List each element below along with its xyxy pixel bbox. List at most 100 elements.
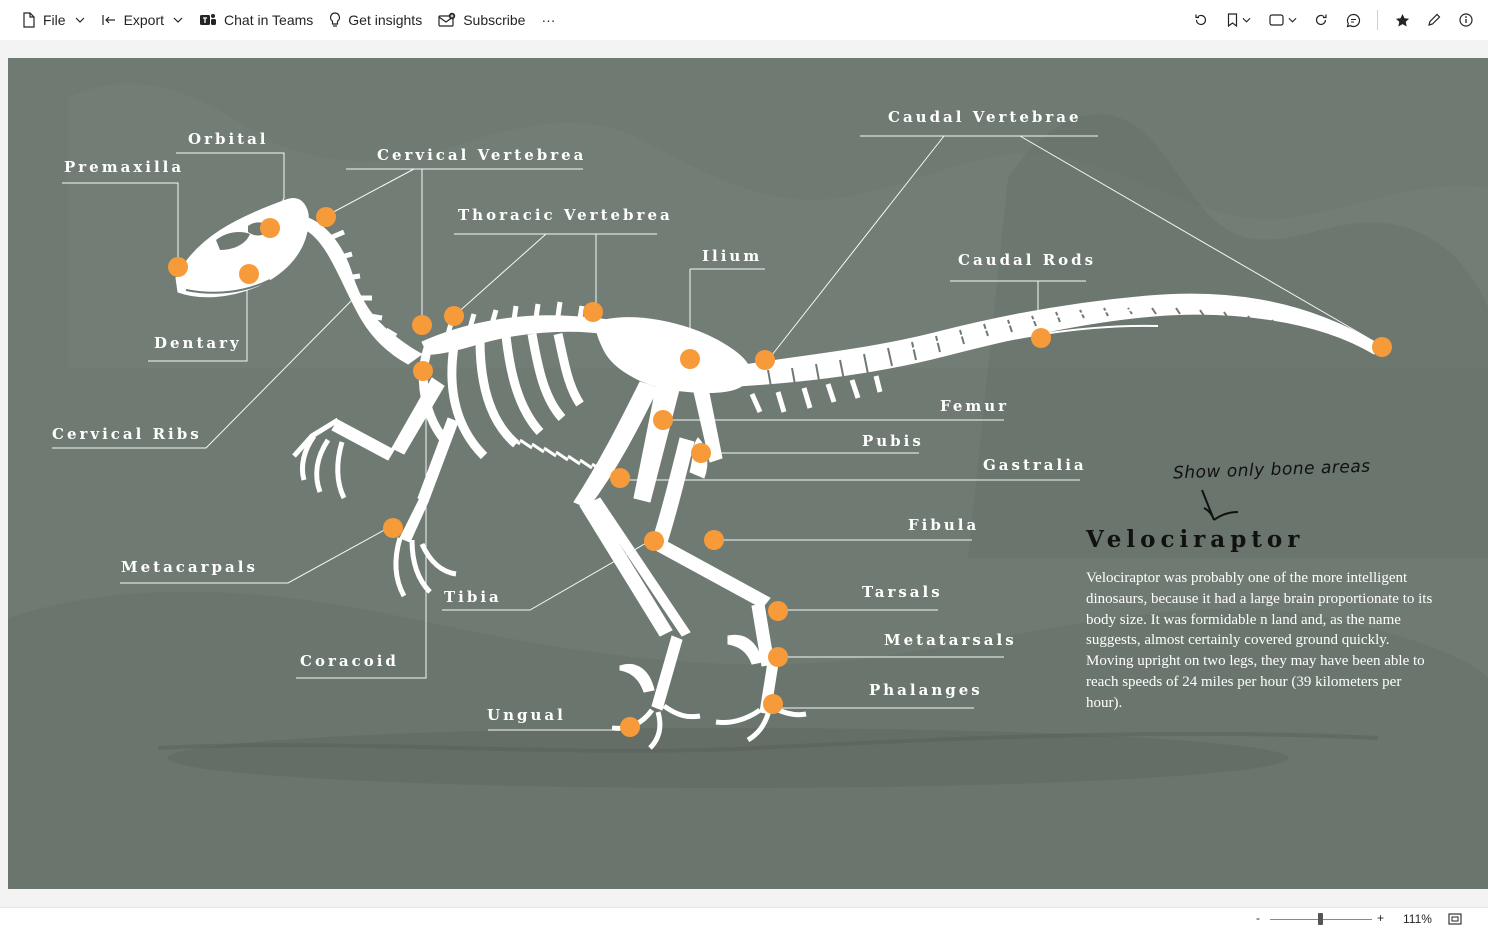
- marker-coracoid[interactable]: [413, 361, 433, 381]
- label-caudal-rods: Caudal Rods: [958, 251, 1097, 269]
- more-options-button[interactable]: ···: [533, 5, 563, 35]
- marker-dentary[interactable]: [239, 264, 259, 284]
- tibia-fibula-bones: [579, 499, 673, 637]
- diagram-description: Velociraptor was probably one of the mor…: [1086, 570, 1433, 711]
- zoom-slider-thumb[interactable]: [1318, 913, 1323, 925]
- fit-to-page-icon[interactable]: [1448, 913, 1462, 925]
- leader-ilium: [689, 268, 765, 339]
- leader-lines: [52, 135, 1383, 731]
- label-caudal-vertebrae: Caudal Vertebrae: [888, 108, 1082, 126]
- export-label: Export: [123, 12, 165, 28]
- comment-icon: [1346, 13, 1360, 27]
- more-options-label: ···: [541, 12, 556, 28]
- marker-ilium[interactable]: [680, 349, 700, 369]
- leader-tibia: [442, 541, 649, 611]
- comments-button[interactable]: [1337, 5, 1369, 35]
- ilium-bone: [596, 317, 751, 393]
- chat-in-teams-button[interactable]: Chat in Teams: [191, 5, 321, 35]
- hint-arrow-icon: [1201, 489, 1239, 521]
- view-button[interactable]: [1261, 5, 1305, 35]
- marker-femur[interactable]: [653, 410, 673, 430]
- star-icon: [1395, 13, 1409, 26]
- marker-pubis[interactable]: [691, 443, 711, 463]
- info-icon: [1459, 13, 1473, 27]
- femur-bone: [573, 381, 659, 509]
- label-tibia: Tibia: [444, 588, 502, 606]
- subscribe-button[interactable]: Subscribe: [430, 5, 533, 35]
- label-metatarsals: Metatarsals: [884, 631, 1017, 649]
- subscribe-label: Subscribe: [463, 12, 526, 28]
- marker-tibia[interactable]: [644, 531, 664, 551]
- favorite-button[interactable]: [1386, 5, 1418, 35]
- export-menu[interactable]: Export: [93, 5, 191, 35]
- label-ilium: Ilium: [702, 247, 763, 265]
- bookmark-button[interactable]: [1217, 5, 1261, 35]
- mail-subscribe-icon: [438, 12, 456, 27]
- report-page: Orbital Premaxilla Cervical Vertebrea Th…: [8, 58, 1488, 889]
- toolbar-divider: [1377, 10, 1378, 30]
- marker-caudal-vertebrae-2[interactable]: [1372, 337, 1392, 357]
- marker-phalanges[interactable]: [763, 694, 783, 714]
- status-bar: - + 111%: [0, 907, 1488, 929]
- file-label: File: [43, 12, 66, 28]
- leader-thoracic-vertebrea: [453, 233, 657, 317]
- diagram-title: Velociraptor: [1086, 526, 1305, 553]
- label-femur: Femur: [940, 397, 1010, 415]
- refresh-button[interactable]: [1305, 5, 1337, 35]
- marker-thoracic-vertebrea-1[interactable]: [444, 306, 464, 326]
- zoom-in-button[interactable]: +: [1377, 911, 1385, 925]
- marker-ungual[interactable]: [620, 717, 640, 737]
- report-toolbar: File Export Chat in Teams Get insights S…: [0, 0, 1488, 40]
- skeleton: [175, 198, 1379, 750]
- teams-icon: [200, 14, 217, 25]
- marker-thoracic-vertebrea-2[interactable]: [583, 302, 603, 322]
- chevron-down-icon: [1288, 17, 1297, 23]
- zoom-level: 111%: [1403, 912, 1432, 926]
- metatarsal-bones: [651, 635, 683, 711]
- marker-caudal-rods[interactable]: [1031, 328, 1051, 348]
- ungual-claw: [619, 664, 655, 693]
- leader-caudal-vertebrae: [767, 135, 1383, 361]
- bookmark-icon: [1227, 13, 1238, 27]
- marker-tarsals[interactable]: [768, 601, 788, 621]
- bone-markers: [168, 207, 1392, 737]
- get-insights-button[interactable]: Get insights: [321, 5, 430, 35]
- marker-metatarsals[interactable]: [768, 647, 788, 667]
- marker-orbital[interactable]: [260, 218, 280, 238]
- file-menu[interactable]: File: [14, 5, 93, 35]
- label-dentary: Dentary: [154, 334, 242, 352]
- label-phalanges: Phalanges: [869, 681, 983, 699]
- chevron-down-icon: [1242, 17, 1251, 23]
- toolbar-right-group: [1185, 0, 1482, 40]
- label-cervical-ribs: Cervical Ribs: [52, 425, 202, 443]
- label-metacarpals: Metacarpals: [121, 558, 258, 576]
- metacarpals-bones: [299, 434, 347, 500]
- velociraptor-diagram: [8, 58, 1488, 889]
- chevron-down-icon: [75, 17, 84, 23]
- report-canvas: Orbital Premaxilla Cervical Vertebrea Th…: [0, 40, 1488, 907]
- lightbulb-icon: [330, 12, 341, 27]
- leader-coracoid: [296, 370, 427, 679]
- reset-button[interactable]: [1185, 5, 1217, 35]
- marker-cervical-vertebrea-2[interactable]: [412, 315, 432, 335]
- arm-humerus: [391, 377, 445, 455]
- marker-metacarpals[interactable]: [383, 518, 403, 538]
- label-ungual: Ungual: [487, 706, 566, 724]
- label-pubis: Pubis: [862, 432, 924, 450]
- marker-caudal-vertebrae-1[interactable]: [755, 350, 775, 370]
- arm-radius-ulna: [331, 419, 395, 461]
- toolbar-left-group: File Export Chat in Teams Get insights S…: [0, 0, 563, 40]
- leader-cervical-ribs: [52, 295, 357, 449]
- pencil-icon: [1428, 13, 1441, 26]
- label-gastralia: Gastralia: [983, 456, 1087, 474]
- marker-cervical-vertebrea-1[interactable]: [316, 207, 336, 227]
- leader-premaxilla: [62, 182, 179, 266]
- marker-gastralia[interactable]: [610, 468, 630, 488]
- edit-button[interactable]: [1418, 5, 1450, 35]
- info-button[interactable]: [1450, 5, 1482, 35]
- zoom-out-button[interactable]: -: [1256, 911, 1260, 925]
- get-insights-label: Get insights: [348, 12, 423, 28]
- marker-fibula[interactable]: [704, 530, 724, 550]
- reset-icon: [1195, 14, 1207, 26]
- marker-premaxilla[interactable]: [168, 257, 188, 277]
